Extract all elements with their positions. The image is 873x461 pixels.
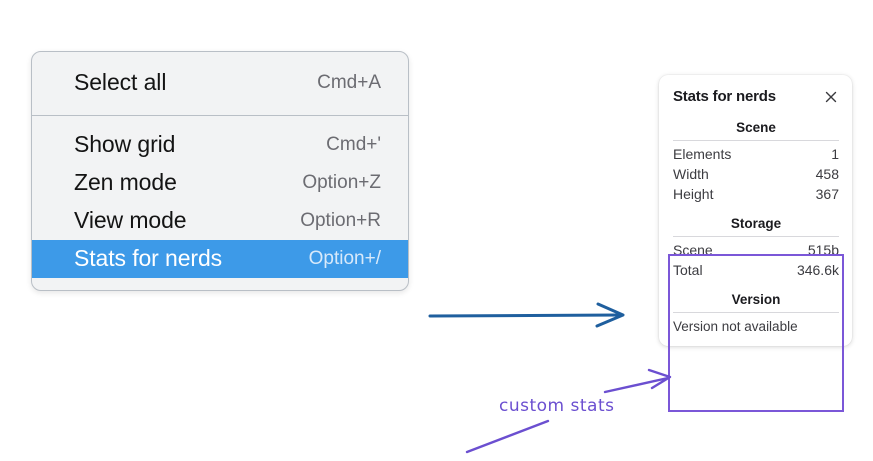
section-heading-storage: Storage — [730, 216, 782, 231]
section-heading-scene: Scene — [736, 120, 776, 135]
menu-item-label: Select all — [74, 69, 167, 95]
stat-key: Total — [673, 262, 703, 278]
menu-item-shortcut: Cmd+' — [326, 133, 381, 155]
panel-title: Stats for nerds — [673, 88, 776, 105]
stat-value: 346.6k — [796, 262, 839, 278]
panel-header: Stats for nerds — [659, 88, 852, 105]
close-icon[interactable] — [823, 89, 839, 105]
stat-row-storage-scene: Scene 515b — [673, 240, 839, 260]
stat-row-elements: Elements 1 — [673, 144, 839, 164]
custom-stats-annotation-label: custom stats — [499, 396, 615, 416]
stat-row-width: Width 458 — [673, 164, 839, 184]
stat-key: Width — [673, 166, 709, 182]
stat-value: 367 — [815, 186, 839, 202]
section-heading-version: Version — [731, 292, 781, 307]
stat-value: 1 — [831, 146, 839, 162]
menu-item-label: Show grid — [74, 131, 176, 157]
menu-item-label: Stats for nerds — [74, 245, 223, 271]
menu-item-stats-for-nerds[interactable]: Stats for nerds Option+/ — [32, 240, 408, 278]
menu-item-shortcut: Option+/ — [308, 247, 381, 269]
menu-item-shortcut: Option+Z — [302, 171, 381, 193]
menu-item-view-mode[interactable]: View mode Option+R — [32, 202, 408, 240]
menu-item-label: View mode — [74, 207, 187, 233]
panel-body: Scene Elements 1 Width 458 Height 367 St… — [659, 117, 852, 335]
stat-value: 515b — [807, 242, 839, 258]
menu-divider — [32, 115, 408, 116]
stat-key: Scene — [673, 242, 713, 258]
stat-key: Height — [673, 186, 714, 202]
menu-item-select-all[interactable]: Select all Cmd+A — [32, 64, 408, 102]
stat-key: Elements — [673, 146, 732, 162]
section-rule — [673, 140, 839, 141]
menu-item-label: Zen mode — [74, 169, 177, 195]
menu-item-shortcut: Option+R — [300, 209, 381, 231]
purple-underline-stroke — [465, 419, 550, 454]
menu-item-shortcut: Cmd+A — [317, 71, 381, 93]
stats-for-nerds-panel: Stats for nerds Scene Elements 1 Width 4… — [659, 75, 852, 346]
purple-arrow-to-box — [603, 368, 672, 394]
blue-arrow — [428, 302, 625, 328]
menu-group-1: Select all Cmd+A — [32, 52, 408, 115]
menu-group-2: Show grid Cmd+' Zen mode Option+Z View m… — [32, 116, 408, 290]
stat-row-height: Height 367 — [673, 184, 839, 204]
menu-item-zen-mode[interactable]: Zen mode Option+Z — [32, 164, 408, 202]
version-not-available-text: Version not available — [673, 319, 798, 334]
menu-item-show-grid[interactable]: Show grid Cmd+' — [32, 126, 408, 164]
section-rule — [673, 236, 839, 237]
stat-row-storage-total: Total 346.6k — [673, 260, 839, 280]
context-menu[interactable]: Select all Cmd+A Show grid Cmd+' Zen mod… — [31, 51, 409, 291]
stat-value: 458 — [815, 166, 839, 182]
section-rule — [673, 312, 839, 313]
